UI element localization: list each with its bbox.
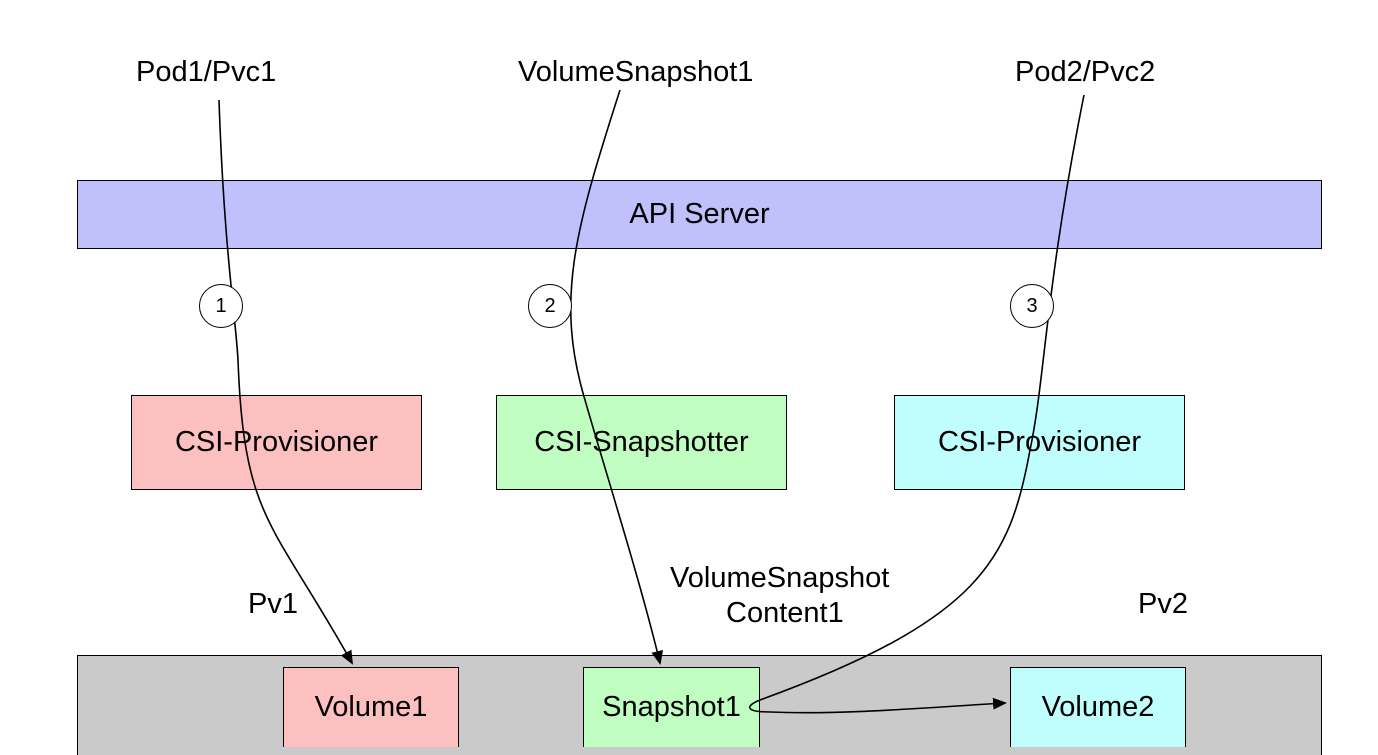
volume2-box: Volume2 xyxy=(1010,667,1186,747)
step-2-number: 2 xyxy=(544,294,556,317)
volume2-label: Volume2 xyxy=(1041,691,1155,723)
step-3-marker: 3 xyxy=(1010,284,1054,328)
pod1-pvc1-label: Pod1/Pvc1 xyxy=(136,56,277,88)
csi-snapshotter-label: CSI-Snapshotter xyxy=(534,426,749,458)
flow-connectors xyxy=(218,89,1085,714)
pv1-label: Pv1 xyxy=(248,588,298,620)
flow-curve-snapshot-to-snapshot1 xyxy=(569,89,664,665)
volume1-label: Volume1 xyxy=(314,691,428,723)
volume-snapshot-content-label-line2: Content1 xyxy=(726,597,844,629)
csi-provisioner-1-label: CSI-Provisioner xyxy=(174,426,379,458)
api-server-bar: API Server xyxy=(77,180,1322,249)
csi-snapshotter-box: CSI-Snapshotter xyxy=(496,395,787,490)
api-server-label: API Server xyxy=(629,198,770,230)
step-2-marker: 2 xyxy=(528,284,572,328)
volume-snapshot1-label: VolumeSnapshot1 xyxy=(518,56,754,88)
pv2-label: Pv2 xyxy=(1138,588,1188,620)
csi-provisioner-2-box: CSI-Provisioner xyxy=(894,395,1185,490)
csi-provisioner-1-box: CSI-Provisioner xyxy=(131,395,422,490)
snapshot1-label: Snapshot1 xyxy=(602,691,741,723)
step-1-number: 1 xyxy=(215,294,227,317)
volume1-box: Volume1 xyxy=(283,667,459,747)
step-1-marker: 1 xyxy=(199,284,243,328)
step-3-number: 3 xyxy=(1026,294,1038,317)
snapshot1-box: Snapshot1 xyxy=(583,667,760,747)
volume-snapshot-content-label-line1: VolumeSnapshot xyxy=(670,562,890,594)
pod2-pvc2-label: Pod2/Pvc2 xyxy=(1015,56,1156,88)
csi-provisioner-2-label: CSI-Provisioner xyxy=(937,426,1142,458)
